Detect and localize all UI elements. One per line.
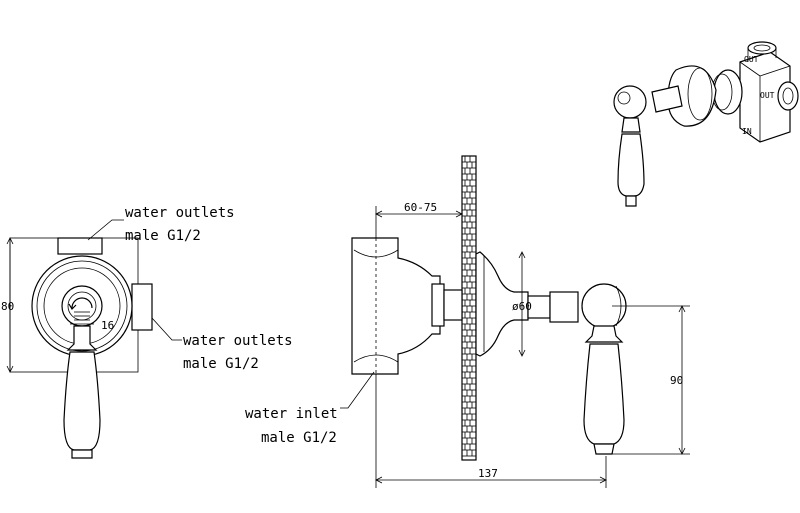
side-lever-tip	[593, 443, 615, 455]
label-inlet-line1: water inlet	[245, 406, 338, 422]
overall-length-dimension: 137	[478, 467, 498, 480]
label-outlets-top-line2: male G1/2	[125, 228, 201, 244]
handle-drop-dimension: 90	[670, 374, 683, 387]
side-view: 60-75 ø60 90 137 water inlet male G1/2	[245, 155, 690, 488]
front-top-outlet	[57, 237, 103, 255]
iso-cartridge	[713, 69, 743, 115]
iso-port-out-top: OUT	[744, 55, 759, 64]
front-lever-handle	[63, 351, 101, 451]
iso-lever-tip	[625, 195, 637, 207]
front-lever-tip	[71, 449, 93, 459]
flange	[475, 251, 529, 357]
leader-top-outlets	[87, 219, 124, 241]
iso-side-outlet	[777, 81, 799, 111]
rotation-arrow-icon	[71, 297, 93, 309]
flange-dia-dimension: ø60	[512, 300, 532, 313]
valve-body	[351, 237, 441, 375]
front-height-dimension: 80	[1, 300, 14, 313]
wall-brick-hatching	[462, 156, 476, 457]
label-outlets-top-line1: water outlets	[125, 205, 235, 221]
wall-depth-dimension: 60-75	[404, 201, 437, 214]
iso-lever-handle	[617, 133, 645, 197]
iso-handle-neck	[621, 117, 641, 133]
side-lever-handle	[583, 343, 625, 445]
label-inlet-line2: male G1/2	[261, 430, 337, 446]
side-handle-neck	[584, 325, 624, 343]
leader-side-outlets	[151, 317, 182, 341]
iso-top-outlet	[747, 41, 777, 55]
iso-port-in: IN	[742, 127, 752, 136]
front-side-outlet	[131, 283, 153, 331]
iso-port-out-side: OUT	[760, 91, 775, 100]
iso-handle-ball	[613, 85, 647, 119]
cartridge	[431, 283, 445, 327]
label-outlets-side-line2: male G1/2	[183, 356, 259, 372]
leader-water-inlet	[340, 371, 375, 409]
front-view: 80 16 water outlets male G1/2 water outl…	[1, 205, 293, 459]
rotation-arrowhead-icon	[68, 303, 77, 310]
label-outlets-side-line1: water outlets	[183, 333, 293, 349]
front-flange-ring	[36, 260, 128, 352]
front-bore-dimension: 16	[101, 319, 114, 332]
isometric-view: OUT OUT IN	[613, 41, 799, 207]
spindle-collar	[549, 291, 579, 323]
cartridge-stem	[443, 289, 463, 321]
iso-spindle	[651, 85, 683, 113]
front-handle-neck	[66, 325, 98, 351]
